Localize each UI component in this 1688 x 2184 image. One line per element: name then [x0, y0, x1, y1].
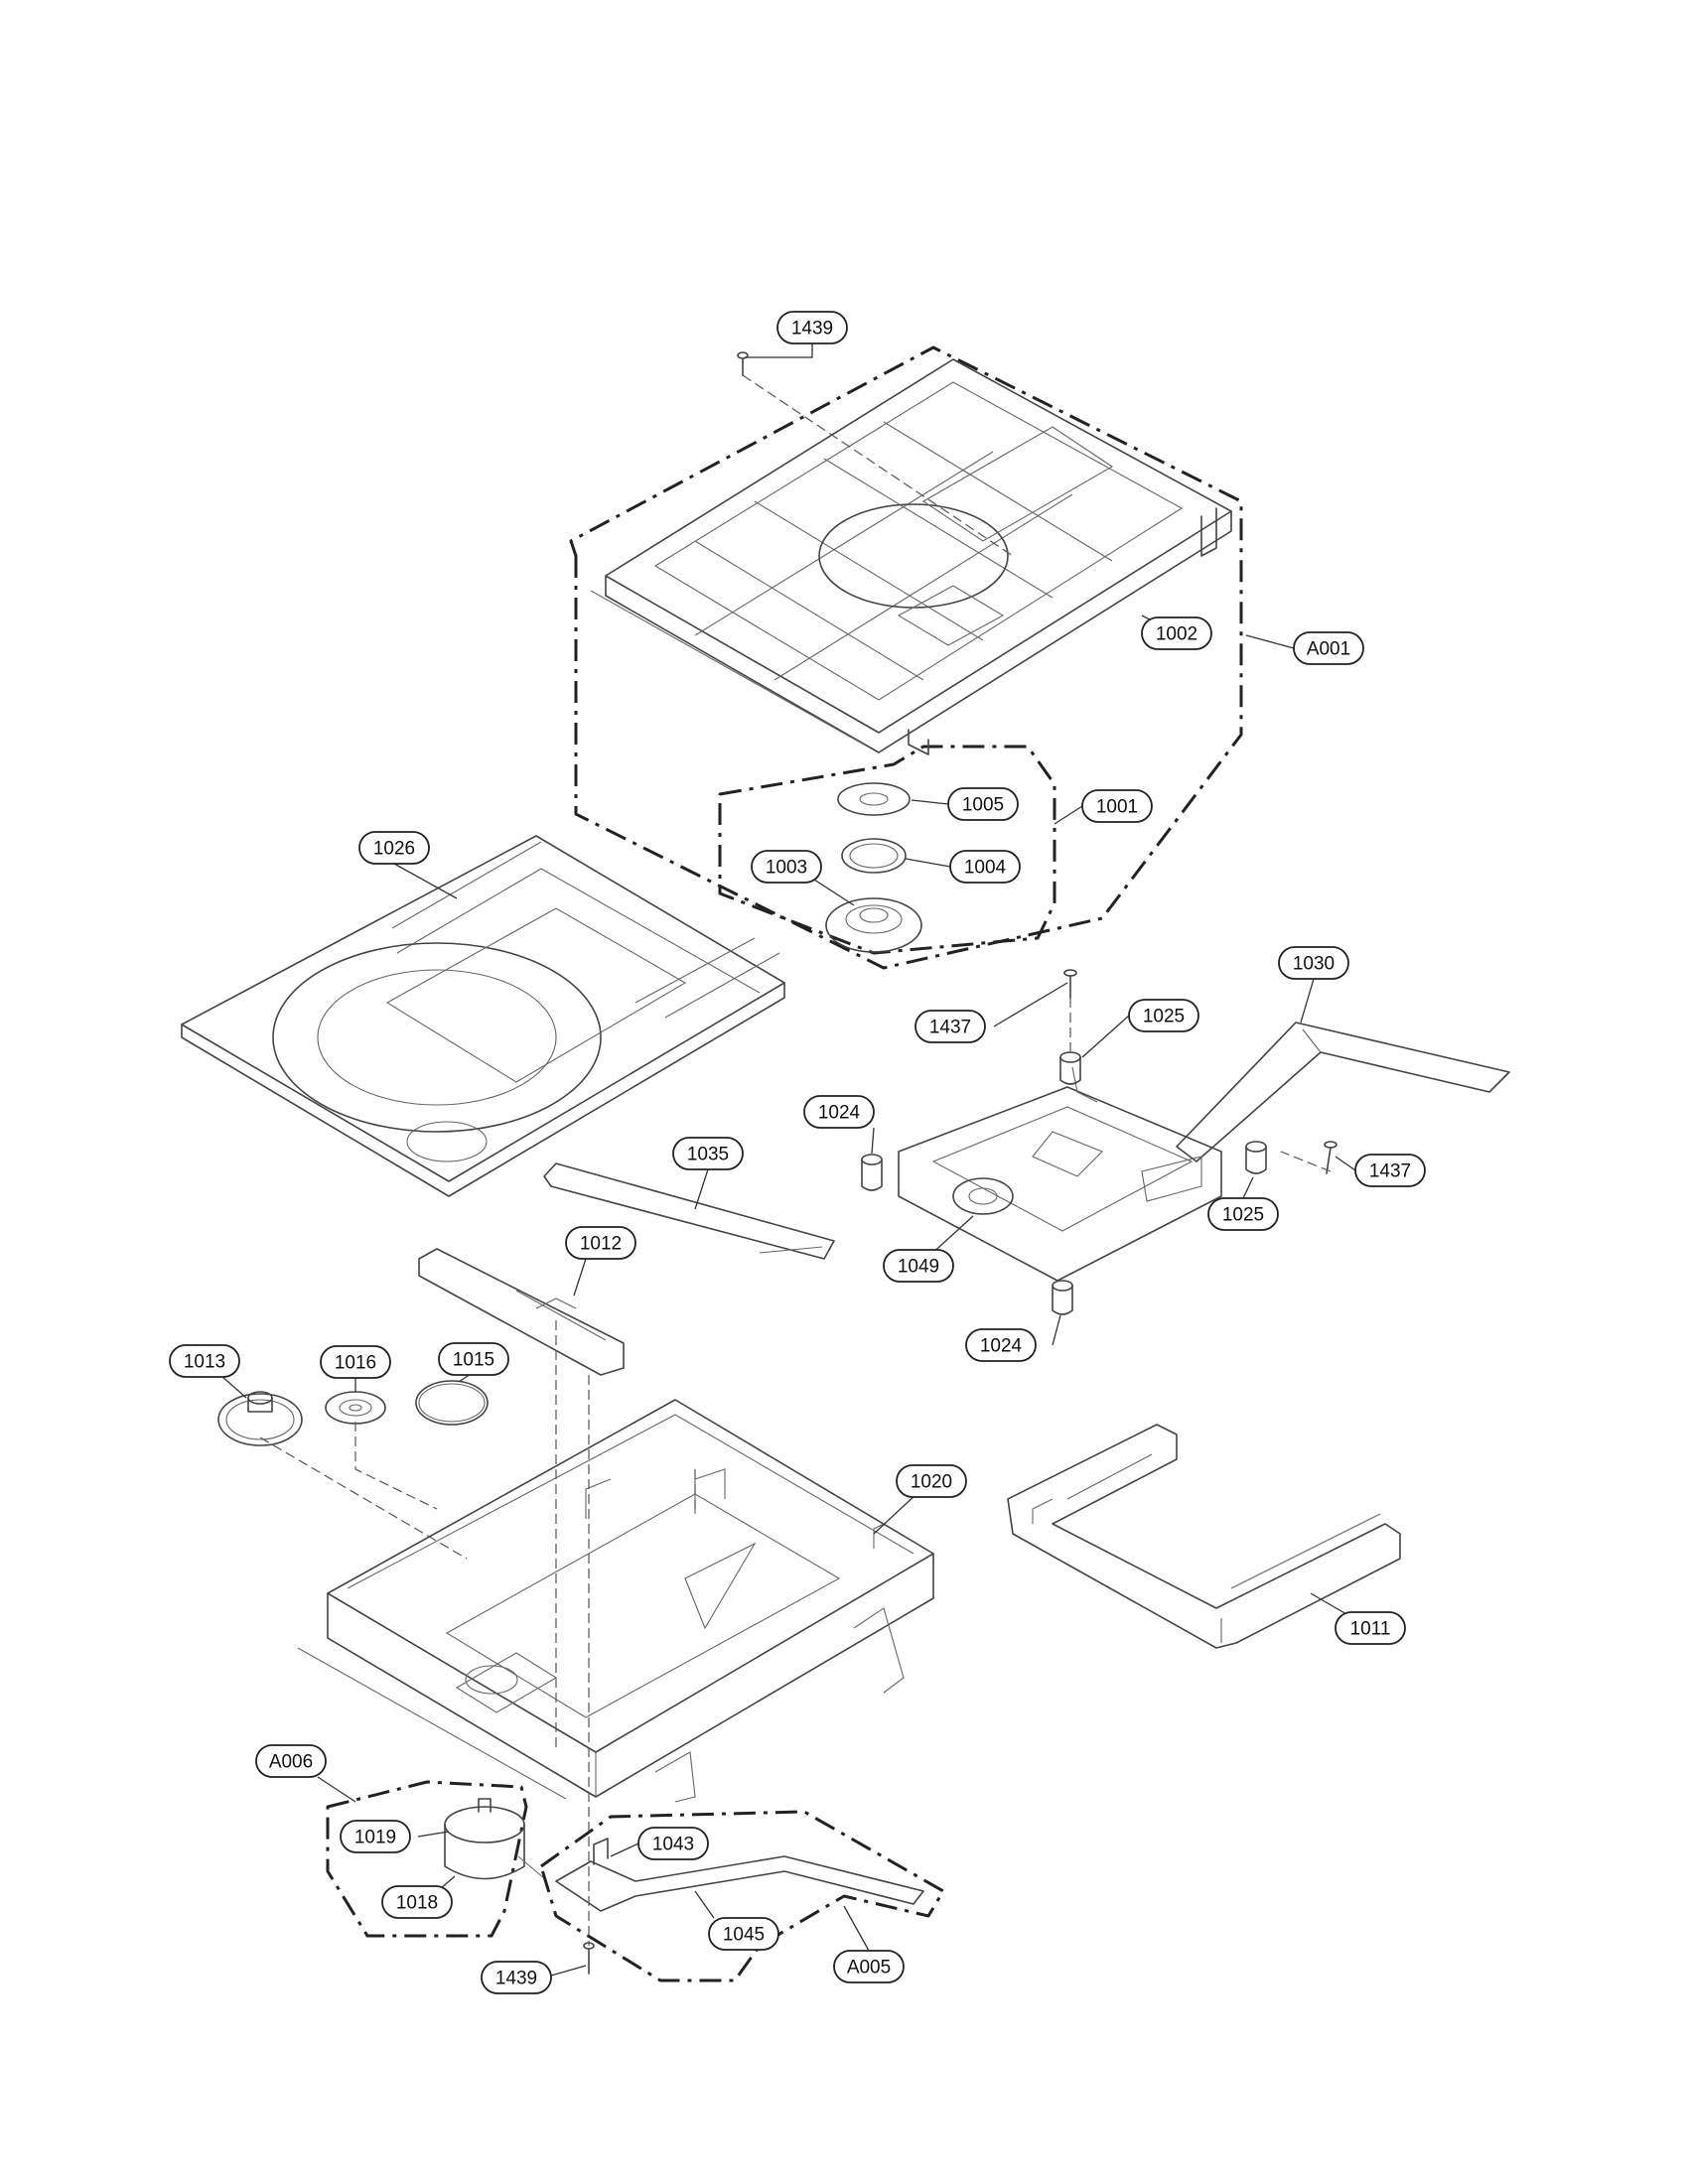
svg-text:1043: 1043 [652, 1835, 694, 1855]
leader-lines [204, 343, 1371, 1977]
motor-part [444, 1798, 545, 1880]
svg-text:1025: 1025 [1222, 1205, 1264, 1226]
callout-1024-bottom: 1024 [965, 1328, 1037, 1362]
callout-a006: A006 [255, 1744, 327, 1778]
top-cover-part [590, 358, 1232, 755]
pulley-part [325, 1391, 386, 1425]
svg-text:1002: 1002 [1156, 624, 1197, 645]
callout-1025-top: 1025 [1128, 999, 1199, 1032]
alignment-lines [259, 374, 1332, 1946]
svg-text:1018: 1018 [396, 1893, 438, 1914]
callout-1001: 1001 [1081, 789, 1153, 823]
svg-text:1025: 1025 [1143, 1007, 1185, 1027]
callout-1025-bottom: 1025 [1207, 1197, 1279, 1231]
callout-1437-right: 1437 [1354, 1154, 1426, 1187]
svg-text:1026: 1026 [373, 839, 415, 860]
callout-1437-left: 1437 [914, 1010, 986, 1043]
screw-1439-parts [583, 351, 749, 1975]
clamp-parts [825, 782, 922, 953]
callout-1043: 1043 [637, 1827, 709, 1860]
callout-1005: 1005 [947, 787, 1019, 821]
svg-text:1015: 1015 [453, 1350, 494, 1371]
assembly-a001-boundary [569, 345, 1243, 970]
callout-1002: 1002 [1141, 616, 1212, 650]
svg-text:1049: 1049 [898, 1257, 939, 1278]
main-chassis-part [297, 1399, 934, 1803]
callout-1016: 1016 [320, 1345, 391, 1379]
callout-1045: 1045 [708, 1917, 779, 1951]
callout-1035: 1035 [672, 1137, 744, 1170]
callout-a005: A005 [833, 1950, 905, 1983]
svg-text:1024: 1024 [980, 1336, 1023, 1357]
svg-text:1439: 1439 [495, 1969, 537, 1989]
svg-text:1045: 1045 [723, 1925, 765, 1946]
disc-tray-part [181, 835, 785, 1197]
svg-text:1016: 1016 [335, 1353, 376, 1374]
assembly-a005-boundary [539, 1810, 945, 1982]
svg-text:1013: 1013 [184, 1352, 225, 1373]
svg-text:1020: 1020 [911, 1472, 952, 1493]
svg-text:1012: 1012 [580, 1234, 622, 1255]
callout-1011: 1011 [1335, 1611, 1406, 1645]
svg-text:1437: 1437 [929, 1018, 971, 1038]
callout-1439-bottom: 1439 [481, 1961, 552, 1994]
callout-1012: 1012 [565, 1226, 636, 1260]
svg-text:1019: 1019 [354, 1828, 396, 1848]
svg-text:1011: 1011 [1350, 1619, 1391, 1640]
svg-text:1035: 1035 [687, 1145, 729, 1165]
svg-text:1024: 1024 [818, 1103, 861, 1124]
pcb-part [555, 1838, 924, 1912]
svg-text:1004: 1004 [964, 858, 1007, 879]
callout-1026: 1026 [358, 831, 430, 865]
callout-1013: 1013 [169, 1344, 240, 1378]
svg-text:1001: 1001 [1096, 797, 1138, 818]
callout-1003: 1003 [751, 850, 822, 884]
slide-cam-part [418, 1248, 625, 1376]
frame-part [1007, 1424, 1401, 1649]
gear-part [217, 1391, 303, 1446]
callout-1018: 1018 [381, 1885, 453, 1919]
callout-1019: 1019 [340, 1820, 411, 1853]
flex-cable-1035 [543, 1162, 835, 1260]
svg-text:1439: 1439 [791, 319, 833, 340]
callout-a001: A001 [1293, 631, 1364, 665]
damper-parts [861, 1051, 1267, 1315]
callout-1030: 1030 [1278, 946, 1349, 980]
callout-1004: 1004 [949, 850, 1021, 884]
svg-text:1005: 1005 [962, 795, 1004, 816]
screw-1437-parts [1063, 969, 1337, 1174]
assembly-a006-boundary [326, 1780, 528, 1938]
callout-1024-top: 1024 [803, 1095, 875, 1129]
svg-text:1003: 1003 [766, 858, 807, 879]
callout-1015: 1015 [438, 1342, 509, 1376]
svg-text:A006: A006 [269, 1752, 313, 1773]
svg-text:A001: A001 [1307, 639, 1350, 660]
callout-1439-top: 1439 [776, 311, 848, 344]
svg-text:1030: 1030 [1293, 954, 1335, 975]
svg-text:1437: 1437 [1369, 1161, 1411, 1182]
svg-text:A005: A005 [847, 1958, 891, 1979]
belt-part [415, 1380, 489, 1426]
callout-1020: 1020 [896, 1464, 967, 1498]
flex-cable-1030 [1176, 1022, 1510, 1162]
assembly-1001-boundary [718, 745, 1056, 955]
traverse-mechanism-part [898, 1066, 1222, 1282]
callout-1049: 1049 [883, 1249, 954, 1283]
